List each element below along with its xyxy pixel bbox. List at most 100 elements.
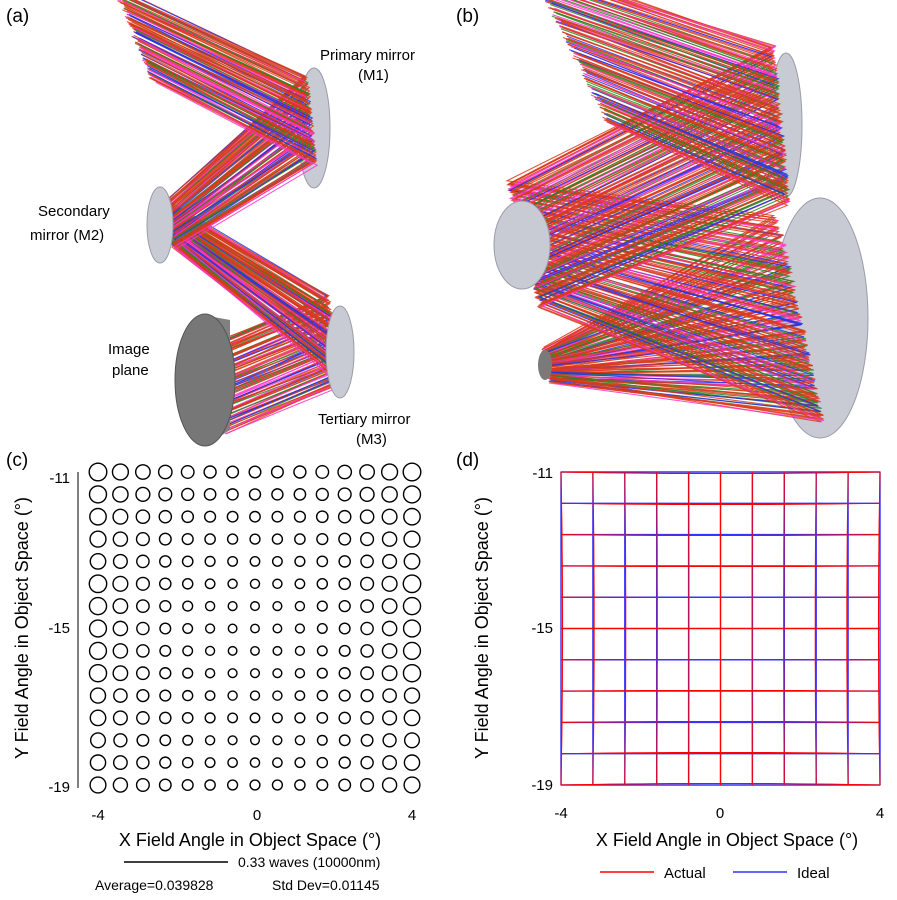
spot-circle bbox=[338, 667, 351, 680]
spot-circle bbox=[88, 462, 108, 482]
spot-circle bbox=[204, 690, 216, 701]
spot-circle bbox=[381, 777, 398, 793]
spot-circle bbox=[381, 665, 398, 682]
spot-circle bbox=[360, 532, 375, 547]
spot-circle bbox=[88, 596, 108, 616]
spot-circle bbox=[248, 488, 262, 501]
spot-circle bbox=[294, 623, 306, 634]
spot-circle bbox=[293, 488, 307, 501]
spot-circle bbox=[136, 644, 150, 658]
spot-circle bbox=[88, 619, 108, 638]
spot-circle bbox=[182, 623, 194, 634]
spot-circle bbox=[315, 510, 329, 524]
spot-circle bbox=[89, 754, 107, 771]
legend-ideal-label: Ideal bbox=[797, 865, 830, 882]
spot-circle bbox=[402, 641, 422, 661]
spot-circle bbox=[382, 755, 398, 771]
spot-circle bbox=[159, 734, 172, 747]
spot-circle bbox=[112, 575, 129, 592]
spot-circle bbox=[338, 622, 351, 635]
spot-circle bbox=[402, 619, 422, 638]
spot-circle bbox=[180, 465, 195, 479]
spot-circle bbox=[249, 735, 261, 746]
spot-circle bbox=[182, 734, 194, 746]
spot-circle bbox=[316, 778, 329, 792]
secondary-mirror-label: Secondary bbox=[38, 203, 110, 220]
actual-vertical-line bbox=[783, 471, 785, 786]
spot-circle bbox=[248, 465, 262, 479]
spot-circle bbox=[381, 508, 398, 525]
spot-circle bbox=[338, 532, 352, 546]
spot-circle bbox=[204, 555, 216, 568]
spot-circle bbox=[403, 776, 421, 794]
spot-circle bbox=[380, 463, 399, 481]
spot-circle bbox=[88, 574, 108, 594]
spot-circle bbox=[249, 779, 261, 791]
spot-circle bbox=[112, 643, 129, 659]
spot-circle bbox=[294, 578, 306, 590]
spot-circle bbox=[227, 757, 238, 768]
spot-circle bbox=[227, 690, 238, 701]
spot-circle bbox=[135, 666, 150, 681]
spot-circle bbox=[294, 600, 306, 612]
spot-circle bbox=[272, 601, 283, 612]
spot-circle bbox=[338, 599, 351, 613]
image-plane-label-2: plane bbox=[112, 362, 149, 379]
spot-circle bbox=[360, 777, 375, 793]
spot-circle bbox=[294, 757, 306, 769]
spot-circle bbox=[271, 510, 284, 523]
panel-d-ytick-bottom: -19 bbox=[531, 777, 553, 794]
spot-circle bbox=[360, 644, 374, 658]
spot-circle bbox=[158, 577, 172, 591]
spot-circle bbox=[272, 645, 283, 656]
panel-c-xtick-left: -4 bbox=[91, 807, 104, 824]
spot-circle bbox=[112, 665, 129, 682]
spot-circle bbox=[316, 532, 329, 546]
spot-circle bbox=[204, 533, 216, 545]
spot-circle bbox=[294, 690, 306, 701]
ray bbox=[150, 75, 345, 432]
actual-horizontal-line bbox=[560, 720, 881, 723]
panel-c-label: (c) bbox=[6, 450, 28, 471]
spot-circle bbox=[112, 508, 129, 525]
spot-circle bbox=[382, 688, 397, 703]
spot-circle bbox=[338, 644, 351, 657]
spot-circle bbox=[204, 779, 216, 791]
panel-d-distortion-grid: -11 -15 -19 -4 0 4 X Field Angle in Obje… bbox=[472, 465, 884, 882]
spot-circle bbox=[381, 598, 398, 615]
spot-circle bbox=[112, 710, 128, 726]
panel-c-ytick-mid: -15 bbox=[48, 620, 70, 637]
panel-c-ylabel: Y Field Angle in Object Space (°) bbox=[12, 497, 32, 759]
spot-circle bbox=[360, 711, 374, 725]
spot-circle bbox=[249, 757, 261, 768]
spot-circle bbox=[271, 779, 284, 791]
spot-circle bbox=[382, 733, 397, 748]
spot-circle bbox=[403, 507, 421, 526]
panel-b-ray-diagram bbox=[493, 0, 869, 439]
ray bbox=[535, 100, 818, 395]
primary-mirror-code: (M1) bbox=[358, 67, 389, 84]
spot-circle bbox=[316, 689, 328, 702]
spot-circle bbox=[294, 779, 306, 791]
spot-circle bbox=[272, 578, 283, 590]
spot-circle bbox=[360, 599, 375, 614]
spot-circle bbox=[381, 575, 398, 592]
spot-circle bbox=[338, 555, 351, 568]
spot-circle bbox=[158, 532, 172, 546]
spot-circle bbox=[136, 688, 150, 703]
spot-circle bbox=[227, 623, 238, 634]
panel-d-ytick-mid: -15 bbox=[531, 620, 553, 637]
spot-circle bbox=[159, 622, 172, 635]
spot-circle bbox=[249, 555, 261, 567]
spot-circle bbox=[89, 530, 107, 548]
spot-circle bbox=[315, 487, 329, 502]
legend-actual-label: Actual bbox=[664, 865, 706, 882]
secondary-mirror-code: mirror (M2) bbox=[30, 227, 104, 244]
spot-circle bbox=[360, 621, 374, 636]
spot-circle bbox=[113, 733, 128, 748]
panel-d-xtick-left: -4 bbox=[554, 805, 567, 822]
spot-circle bbox=[403, 709, 421, 727]
spot-circle bbox=[89, 507, 107, 526]
spot-circle bbox=[88, 663, 108, 683]
spot-circle bbox=[403, 687, 421, 704]
